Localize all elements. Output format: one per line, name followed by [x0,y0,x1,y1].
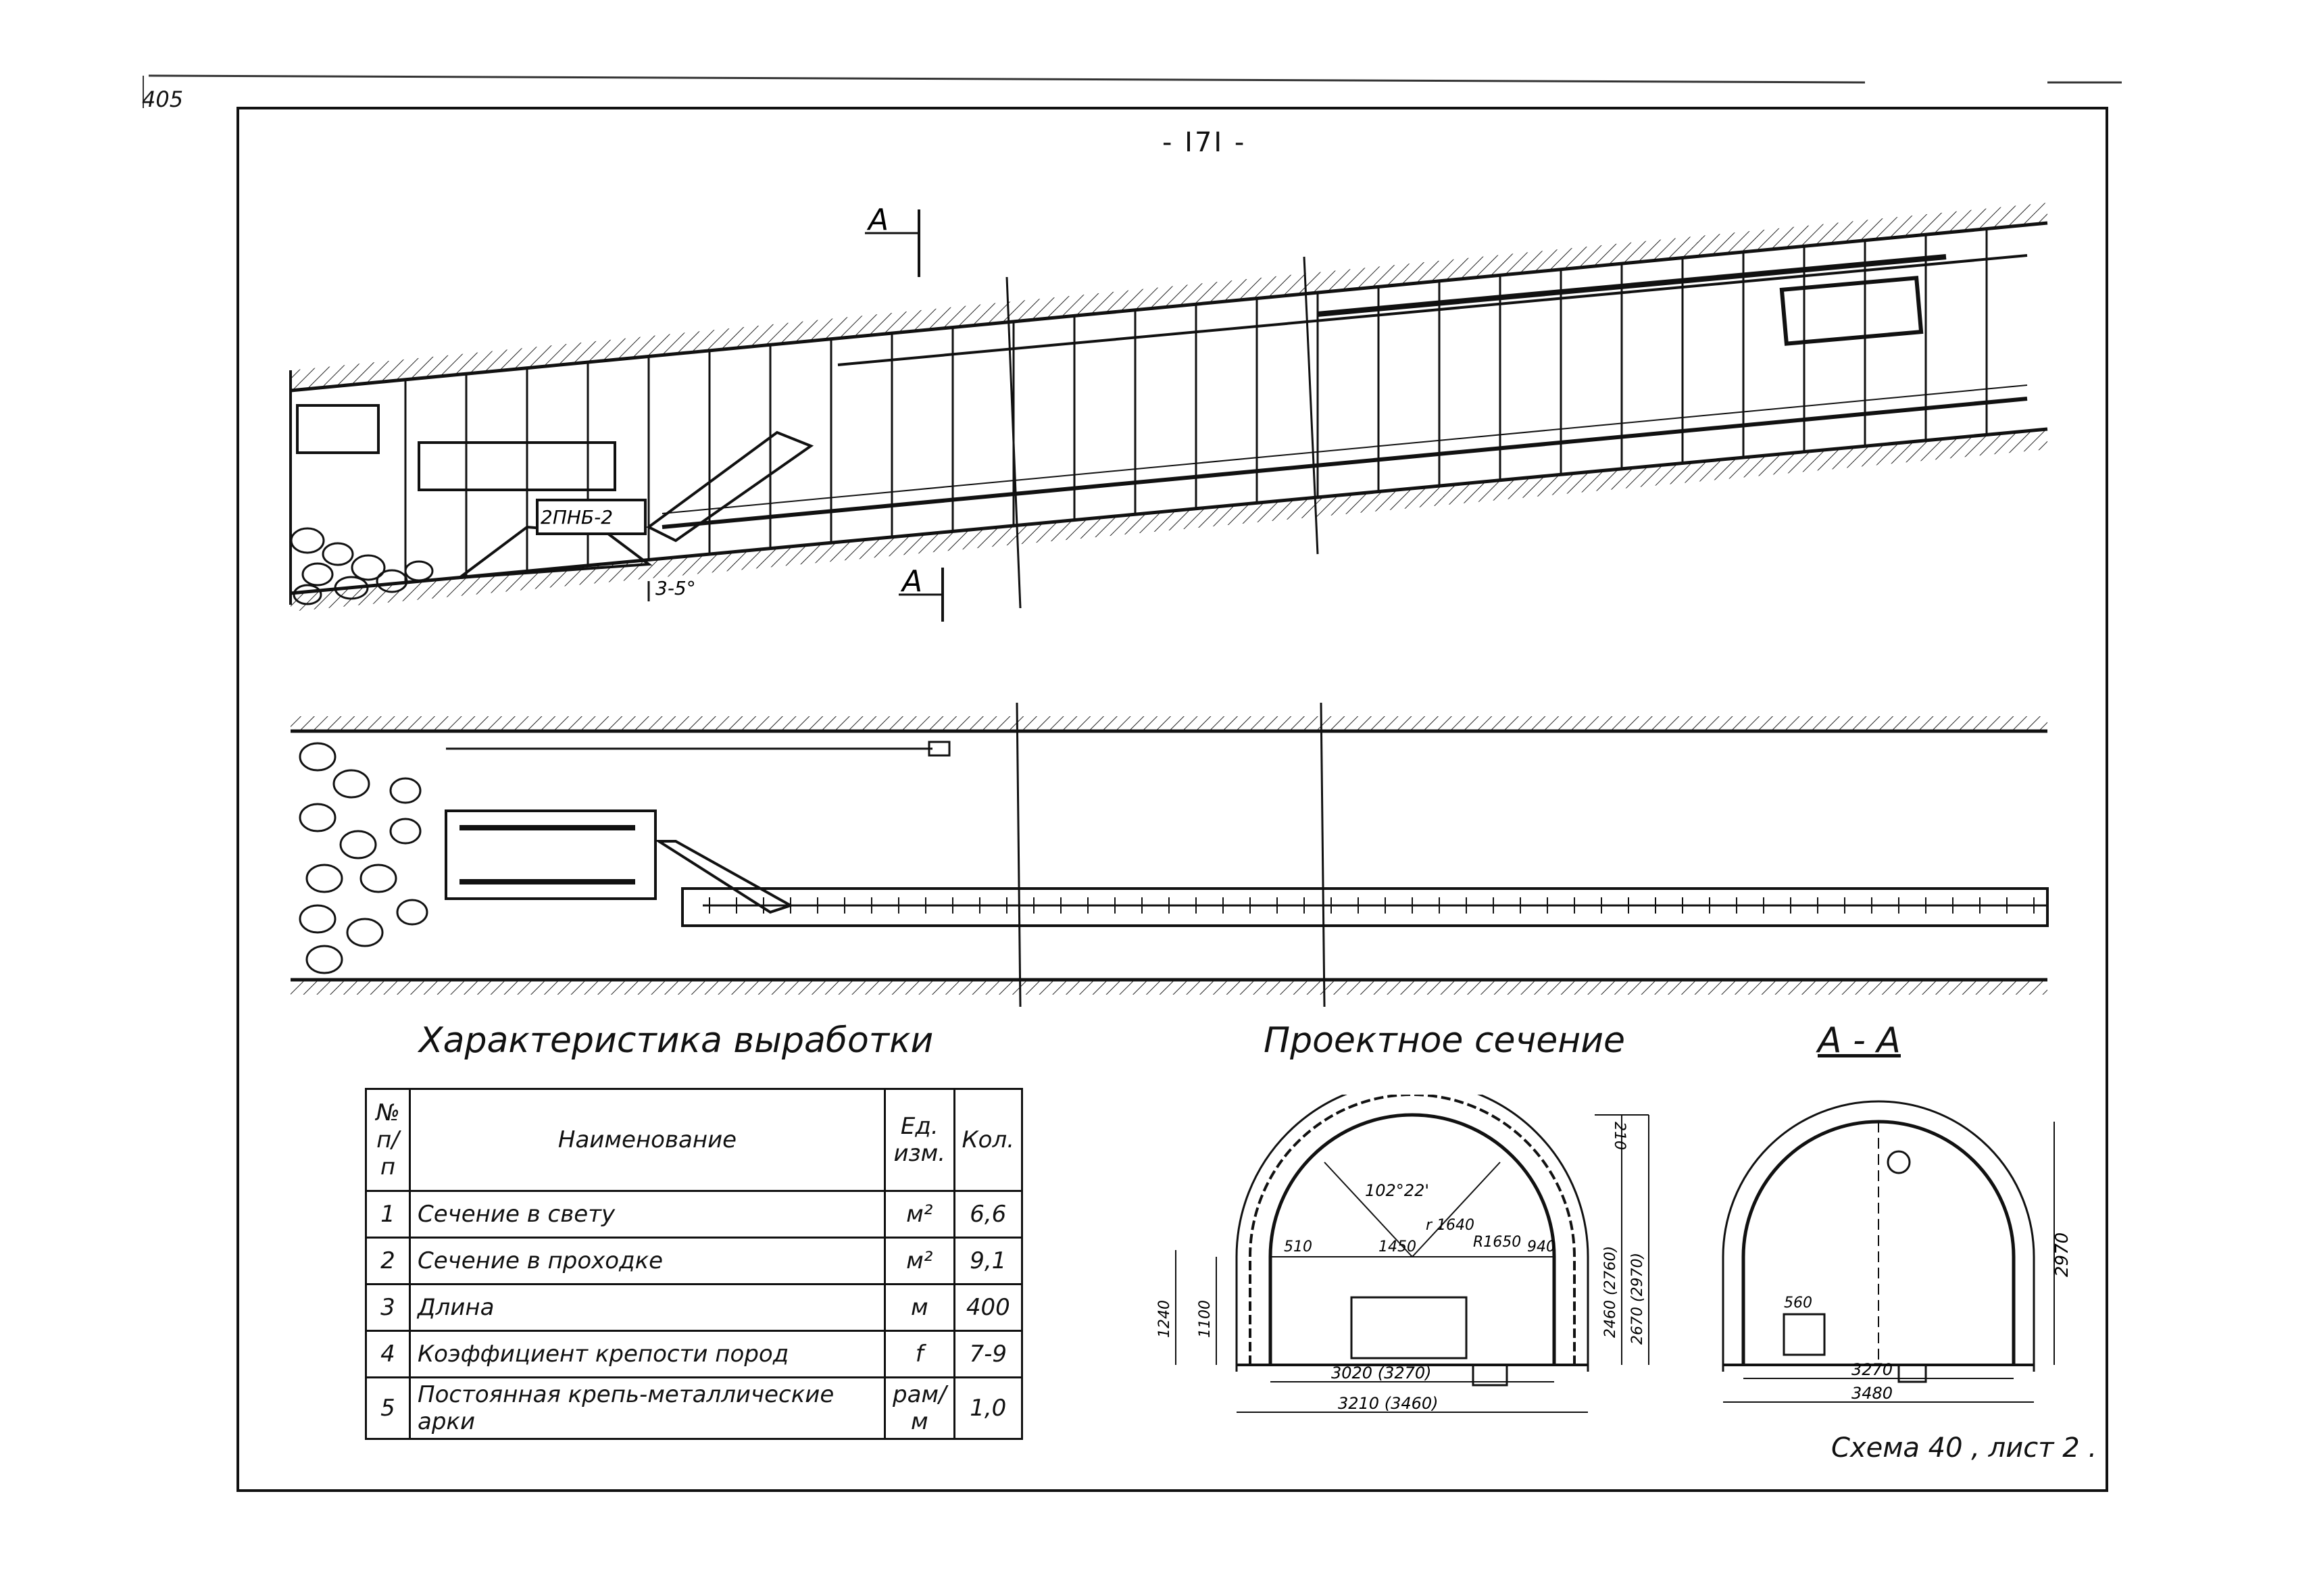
scheme-footer: Схема 40 , лист 2 . [1831,1432,2097,1464]
table-row: 3 Длина м 400 [365,1283,1024,1332]
row-unit: м² [884,1190,955,1239]
dim-3270: 3270 [1851,1360,1893,1379]
loading-machine-2pnb2 [296,404,814,580]
section-aa: 2970 560 3270 3480 [1722,1100,2072,1403]
dim-1450: 1450 [1378,1239,1416,1255]
sheet-number: - I7I - [1162,127,1247,158]
dim-3210: 3210 (3460) [1338,1394,1439,1413]
row-name: Длина [409,1283,886,1332]
plan-conveyor [681,887,2049,927]
row-no: 4 [365,1330,411,1378]
dim-2460: 2460 (2760) [1602,1246,1619,1338]
row-name: Постоянная крепь-металлические арки [409,1376,886,1440]
row-qty: 9,1 [953,1237,1024,1285]
row-qty: 6,6 [953,1190,1024,1239]
table-row: 5 Постоянная крепь-металлические арки ра… [365,1376,1024,1440]
longitudinal-section: 2ПНБ-2 3-5° А А [289,203,2048,622]
plan-conveyor-rollers [709,897,2035,914]
section-aa-title: А - А [1818,1020,1901,1061]
dim-r2: R1650 [1473,1234,1521,1251]
dim-1100: 1100 [1197,1300,1214,1338]
machine-label: 2ПНБ-2 [541,506,613,528]
row-unit: м [884,1283,955,1332]
dim-510: 510 [1284,1239,1312,1255]
plan-loading-machine [445,809,794,914]
dim-r1: r 1640 [1426,1217,1474,1234]
row-no: 5 [365,1376,411,1440]
floor-rock-hatch [291,429,2047,612]
slope-label: 3-5° [655,577,696,599]
row-name: Коэффициент крепости пород [409,1330,886,1378]
spec-table: № п/п Наименование Ед. изм. Кол. 1 Сечен… [365,1088,1024,1440]
dim-3480: 3480 [1851,1384,1893,1403]
design-cross-section: 102°22' r 1640 R1650 510 1450 940 210 24… [1156,1095,1649,1413]
row-no: 2 [365,1237,411,1285]
row-no: 3 [365,1283,411,1332]
dim-3020: 3020 (3270) [1331,1364,1432,1382]
dim-2970: 2970 [2052,1232,2072,1277]
mine-car [1779,276,1924,346]
dim-560: 560 [1784,1295,1812,1312]
dim-1240: 1240 [1156,1300,1173,1338]
header-qty: Кол. [953,1088,1024,1192]
section-mark-top: А [866,203,889,237]
section-mark-bottom: А [900,564,922,599]
row-qty: 1,0 [953,1376,1024,1440]
dim-940: 940 [1527,1239,1555,1255]
row-name: Сечение в свету [409,1190,886,1239]
plan-view [291,702,2049,1007]
sheet-frame [237,107,2108,1492]
row-qty: 400 [953,1283,1024,1332]
header-unit: Ед. изм. [884,1088,955,1192]
table-row: 2 Сечение в проходке м² 9,1 [365,1237,1024,1285]
spec-table-title: Характеристика выработки [419,1020,934,1061]
support-frames [404,228,1988,583]
dim-2670: 2670 (2970) [1629,1253,1646,1345]
row-unit: рам/м [884,1376,955,1440]
top-rules [143,74,2122,108]
row-unit: f [884,1330,955,1378]
row-no: 1 [365,1190,411,1239]
row-name: Сечение в проходке [409,1237,886,1285]
page-number: 405 [142,86,184,112]
header-name: Наименование [409,1088,886,1192]
row-qty: 7-9 [953,1330,1024,1378]
row-unit: м² [884,1237,955,1285]
rubble-at-face [290,527,434,605]
dim-210: 210 [1611,1122,1628,1150]
design-section-title: Проектное сечение [1264,1020,1626,1061]
plan-rubble [299,742,428,974]
table-row: 1 Сечение в свету м² 6,6 [365,1190,1024,1239]
header-no: № п/п [365,1088,411,1192]
dim-angle: 102°22' [1365,1181,1429,1200]
roof-rock-hatch [291,203,2047,391]
table-row: 4 Коэффициент крепости пород f 7-9 [365,1330,1024,1378]
